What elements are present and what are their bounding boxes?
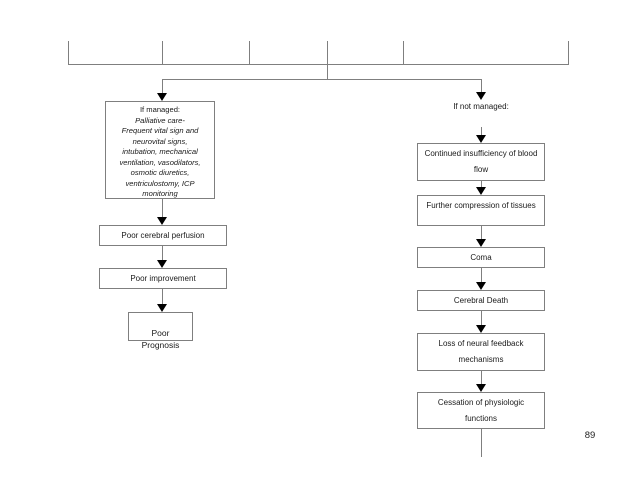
center-stem-line	[327, 64, 328, 80]
node-further-compression: Further compression of tissues	[417, 195, 545, 226]
node-label: Cerebral Death	[453, 296, 509, 305]
connector-line	[481, 79, 482, 93]
bracket-tick	[403, 41, 404, 65]
connector-line	[162, 289, 163, 304]
node-label: Poor Prognosis	[141, 328, 180, 350]
connector-line	[481, 226, 482, 239]
arrow-down-icon	[476, 92, 486, 100]
bracket-tick	[68, 41, 69, 65]
arrow-down-icon	[157, 304, 167, 312]
node-label: Loss of neural feedback mechanisms	[438, 339, 524, 364]
bracket-tick	[568, 41, 569, 65]
bracket-tick	[249, 41, 250, 65]
bracket-tick	[162, 41, 163, 65]
arrow-down-icon	[476, 325, 486, 333]
node-label: Continued insufficiency of blood flow	[424, 149, 538, 174]
node-cerebral-death: Cerebral Death	[417, 290, 545, 311]
node-loss-neural-feedback: Loss of neural feedback mechanisms	[417, 333, 545, 371]
node-if-managed: If managed: Palliative care- Frequent vi…	[105, 101, 215, 199]
node-cessation-physiologic: Cessation of physiologic functions	[417, 392, 545, 429]
node-label: Coma	[470, 253, 492, 262]
node-coma: Coma	[417, 247, 545, 268]
top-bracket-line	[68, 64, 569, 65]
arrow-down-icon	[476, 135, 486, 143]
node-if-managed-details: Palliative care- Frequent vital sign and…	[119, 115, 201, 199]
branch-split-line	[162, 79, 482, 80]
connector-line	[481, 311, 482, 325]
node-poor-cerebral-perfusion: Poor cerebral perfusion	[99, 225, 227, 246]
connector-line	[481, 268, 482, 282]
node-poor-improvement: Poor improvement	[99, 268, 227, 289]
page-number: 89	[584, 430, 596, 441]
trailing-connector-line	[481, 429, 482, 457]
node-label: Poor cerebral perfusion	[121, 231, 205, 240]
arrow-down-icon	[476, 187, 486, 195]
arrow-down-icon	[476, 239, 486, 247]
arrow-down-icon	[157, 217, 167, 225]
node-if-managed-heading: If managed:	[139, 105, 181, 114]
arrow-down-icon	[157, 93, 167, 101]
arrow-down-icon	[476, 384, 486, 392]
connector-line	[162, 199, 163, 217]
node-poor-prognosis: Poor Prognosis	[128, 312, 193, 350]
node-continued-insufficiency: Continued insufficiency of blood flow	[417, 143, 545, 181]
connector-line	[481, 371, 482, 384]
connector-line	[162, 79, 163, 94]
bracket-tick	[327, 41, 328, 65]
label-if-not-managed: If not managed:	[453, 102, 509, 111]
node-label: Poor improvement	[130, 274, 196, 283]
arrow-down-icon	[157, 260, 167, 268]
connector-line	[481, 127, 482, 135]
connector-line	[481, 181, 482, 187]
node-label: Cessation of physiologic functions	[437, 398, 525, 423]
arrow-down-icon	[476, 282, 486, 290]
node-label: Further compression of tissues	[426, 201, 536, 210]
connector-line	[162, 246, 163, 260]
